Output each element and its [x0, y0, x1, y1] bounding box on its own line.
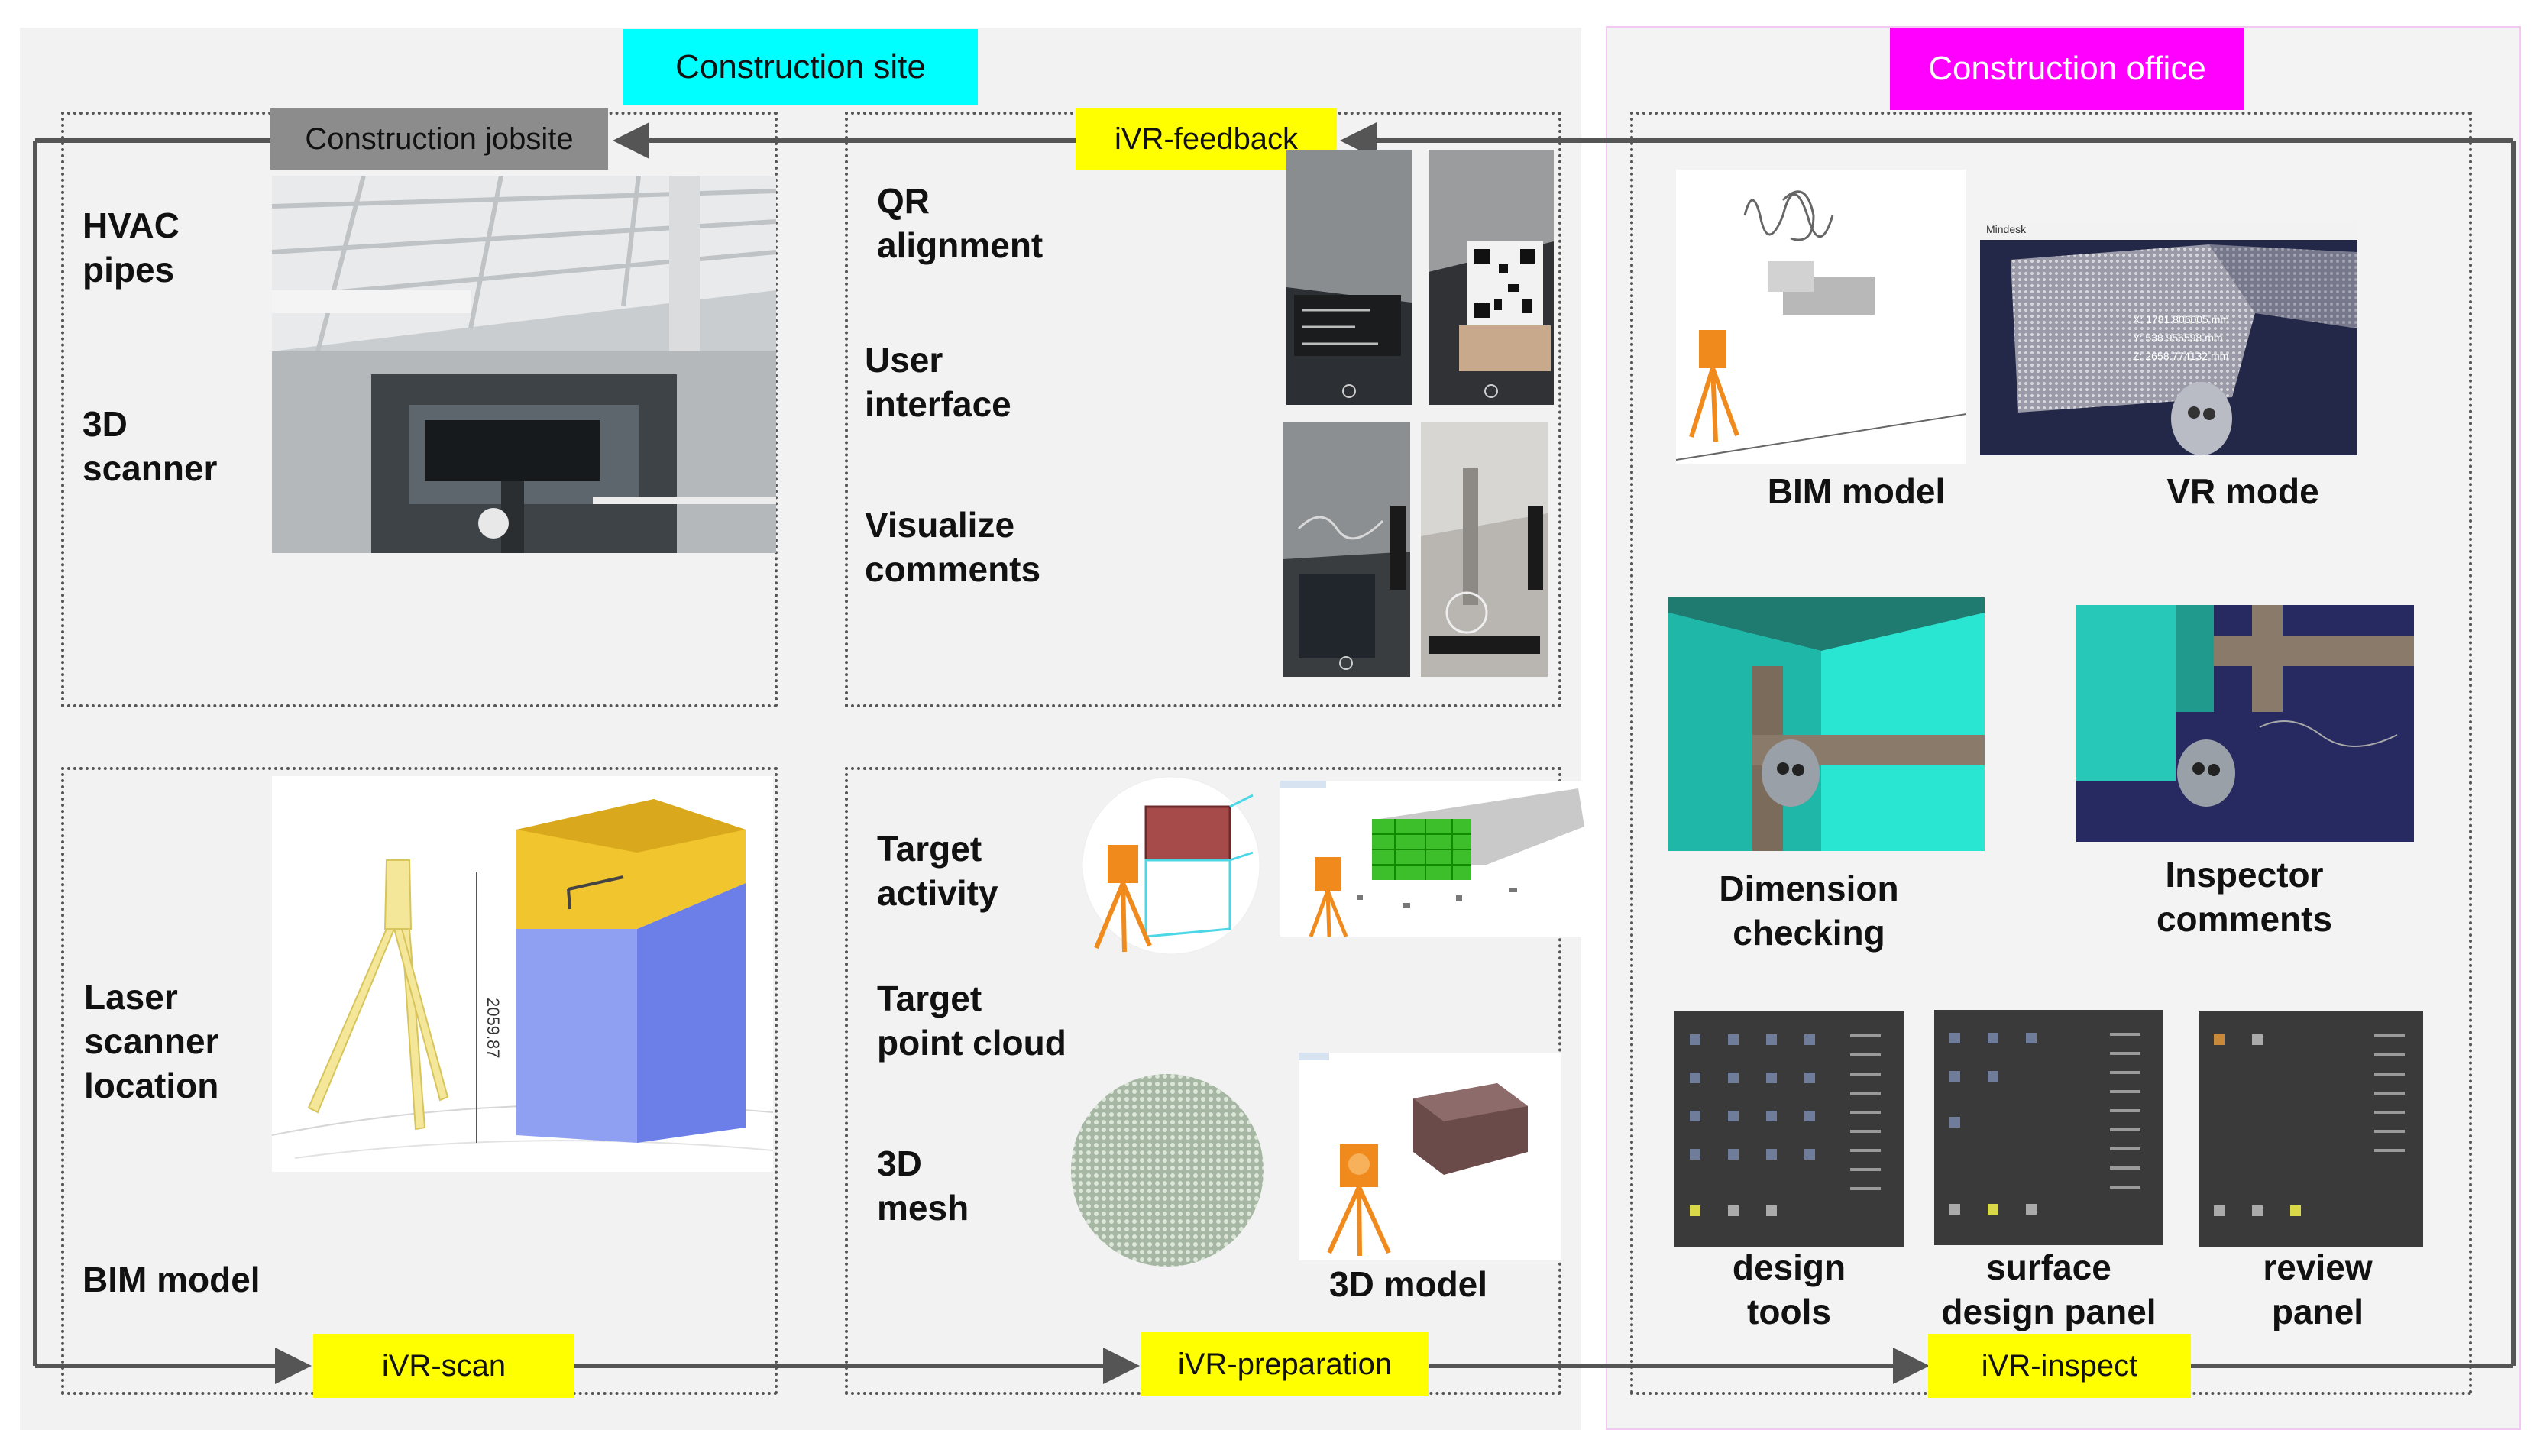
jobsite-photo [272, 176, 776, 553]
construction-jobsite-tag: Construction jobsite [270, 108, 608, 170]
dimension-checking-label: Dimension checking [1719, 869, 1899, 953]
design-tools-label: design tools [1732, 1247, 1846, 1331]
vr-readout-x: X: 1781.806005 mm [2133, 313, 2230, 325]
visualize-comments-label: Visualize comments [865, 505, 1041, 589]
laser-scanner-location-label: Laser scanner location [84, 977, 219, 1105]
3d-model-label: 3D model [1329, 1264, 1488, 1304]
3d-mesh-label: 3D mesh [877, 1144, 969, 1228]
surface-design-panel-label: surface design panel [1941, 1247, 2157, 1331]
qr-alignment-label: QR alignment [877, 181, 1044, 265]
ivr-scan-tag: iVR-scan [313, 1334, 574, 1398]
user-interface-label: User interface [865, 340, 1011, 424]
review-panel-label: review panel [2263, 1247, 2373, 1331]
dimension-value: 2059.87 [484, 998, 503, 1059]
vr-readout-y: Y: 538.956598 mm [2133, 332, 2223, 344]
phone-screenshot-comments-1 [1283, 422, 1410, 677]
3d-mesh-figure [1069, 1073, 1265, 1268]
target-point-cloud-label: Target point cloud [877, 979, 1066, 1063]
dimension-checking-figure [1668, 597, 1985, 851]
target-activity-figure [1077, 776, 1265, 955]
ivr-preparation-tag: iVR-preparation [1141, 1332, 1429, 1396]
construction-site-header: Construction site [623, 29, 978, 105]
construction-office-header: Construction office [1890, 28, 2244, 110]
inspector-comments-figure [2076, 605, 2414, 842]
vr-mode-label: VR mode [2166, 471, 2319, 511]
vr-window-title: Mindesk [1986, 223, 2027, 235]
design-tools-figure [1674, 1011, 1904, 1247]
target-point-cloud-figure [1280, 781, 1584, 937]
phone-screenshot-ui [1286, 150, 1412, 405]
office-bim-model-label: BIM model [1767, 471, 1946, 511]
bim-scanner-location-figure: 2059.87 [272, 776, 773, 1172]
inspector-comments-label: Inspector comments [2156, 855, 2333, 939]
phone-screenshot-qr [1429, 150, 1554, 405]
vr-mode-figure: Mindesk X: 1781.806005 mm Y: 538.956598 … [1980, 222, 2357, 455]
office-bim-model-figure [1676, 170, 1966, 464]
vr-readout-z: Z: 2658.774132 mm [2133, 350, 2229, 362]
target-activity-label: Target activity [877, 829, 998, 913]
ivr-inspect-tag: iVR-inspect [1928, 1334, 2191, 1398]
3d-model-figure [1299, 1053, 1561, 1260]
hvac-pipes-label: HVAC pipes [83, 205, 180, 290]
review-panel-figure [2199, 1011, 2423, 1247]
surface-design-panel-figure [1934, 1010, 2163, 1245]
phone-screenshot-comments-2 [1421, 422, 1548, 677]
bim-model-label-scan: BIM model [83, 1260, 260, 1299]
3d-scanner-label: 3D scanner [83, 404, 218, 488]
